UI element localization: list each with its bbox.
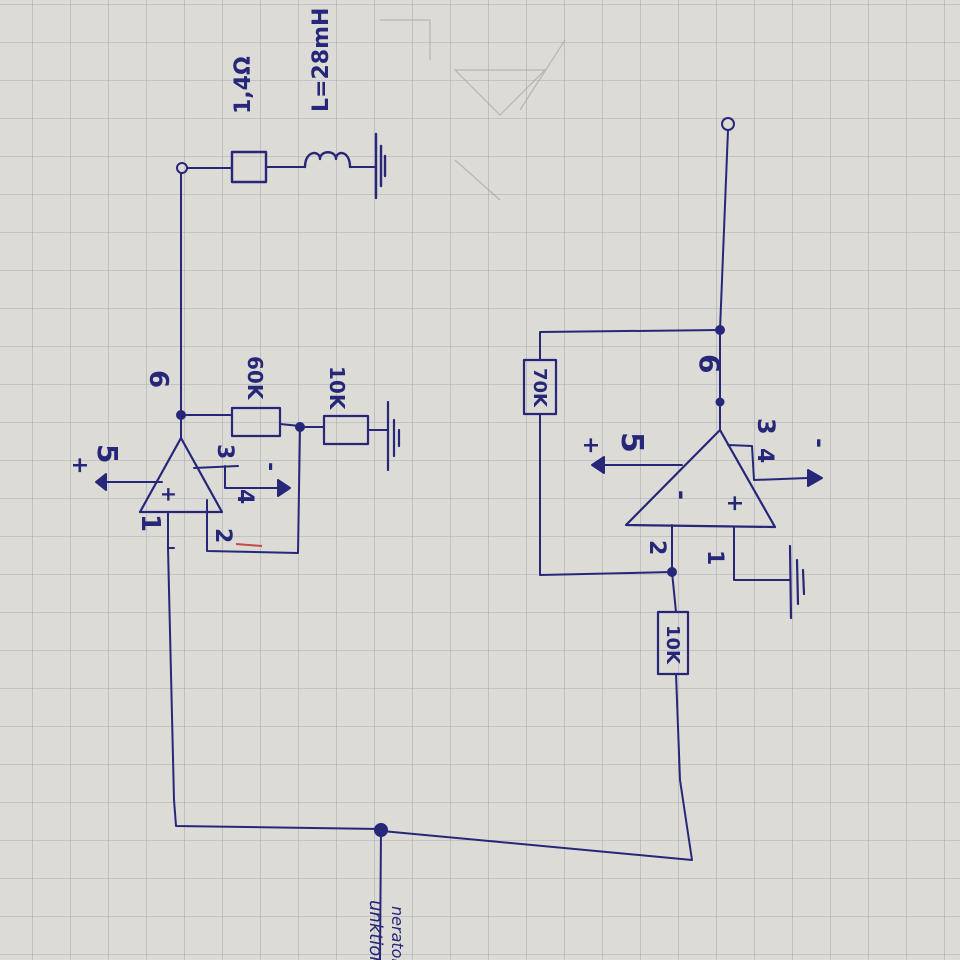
bottom-pin4-sign: - bbox=[806, 438, 834, 448]
top-pin6-label: 6 bbox=[143, 370, 173, 388]
top-amplifier-circuit bbox=[95, 132, 401, 830]
top-feedback-resistor-label: 60K bbox=[243, 356, 267, 401]
bottom-pin4-label: 4 bbox=[752, 448, 777, 463]
top-input-wire bbox=[167, 547, 381, 830]
bottom-supply-arrow-icon bbox=[591, 456, 605, 474]
top-neg-supply-wire bbox=[224, 465, 279, 489]
top-pin3-label: 3 bbox=[212, 444, 237, 459]
bottom-input-plus: + bbox=[722, 494, 747, 512]
top-supply-arrow-icon bbox=[95, 473, 107, 491]
top-feedback-resistor bbox=[230, 406, 282, 438]
bottom-pin2-label: 2 bbox=[644, 540, 669, 555]
bottom-input-resistor-wire bbox=[671, 571, 677, 613]
top-opamp-triangle bbox=[138, 436, 224, 514]
bottom-pin3-label: 3 bbox=[752, 418, 780, 435]
bottom-input-resistor bbox=[656, 610, 690, 676]
source-lead-wire bbox=[379, 829, 382, 960]
source-label: unktions- nerator bbox=[365, 900, 407, 960]
bottom-input-minus: - bbox=[668, 490, 696, 500]
bottom-pin6-dot bbox=[715, 397, 725, 407]
bottom-pin3-lead bbox=[727, 444, 809, 481]
top-pin5-sign: + bbox=[67, 456, 92, 474]
top-pin5-label: 5 bbox=[91, 444, 124, 463]
pencil-sketch bbox=[380, 19, 566, 201]
top-ground-icon bbox=[386, 400, 401, 472]
top-inductor-label: L=28mH bbox=[309, 8, 334, 112]
top-pin2-label: 2 bbox=[210, 528, 235, 543]
bottom-ground-icon bbox=[788, 544, 806, 620]
bottom-noninverting-lead bbox=[733, 526, 791, 581]
top-pin1-label: 1 bbox=[135, 514, 165, 532]
bottom-feedback-wire bbox=[539, 329, 721, 361]
top-load-ground-icon bbox=[374, 132, 387, 200]
top-pin4-label: 4 bbox=[232, 489, 257, 504]
source-label-line2: nerator bbox=[388, 906, 407, 960]
bottom-pin1-label: 1 bbox=[702, 550, 727, 565]
top-pin4-sign: - bbox=[258, 462, 283, 471]
top-circuit-labels: + 5 6 3 4 - 2 1 + 60K 10K 1,4Ω L=28mH bbox=[67, 8, 349, 544]
bottom-neg-supply-arrow-icon bbox=[807, 469, 823, 487]
bottom-feedback-wire-2 bbox=[539, 413, 673, 576]
bottom-opamp-triangle bbox=[624, 428, 777, 529]
top-pin3-lead bbox=[193, 465, 239, 469]
bottom-pin6-label: 6 bbox=[693, 354, 726, 373]
bottom-input-resistor-label: 10K bbox=[662, 625, 683, 665]
bottom-input-wire bbox=[381, 673, 693, 861]
source-label-line1: unktions- bbox=[365, 900, 386, 960]
bottom-feedback-resistor-label: 70K bbox=[529, 368, 550, 408]
top-ground-resistor-label: 10K bbox=[325, 366, 349, 411]
bottom-pin5-sign: + bbox=[578, 436, 603, 454]
top-input-plus: + bbox=[157, 486, 181, 503]
red-pencil-mark bbox=[235, 543, 263, 547]
bottom-amplifier-circuit bbox=[374, 117, 823, 960]
top-neg-supply-arrow-icon bbox=[277, 479, 291, 497]
bottom-pin5-label: 5 bbox=[614, 432, 649, 453]
top-load-resistor-label: 1,4Ω bbox=[231, 56, 256, 114]
bottom-circuit-labels: + 5 6 3 4 - 2 1 - + 70K 10K bbox=[529, 354, 834, 665]
top-inductor-coil bbox=[303, 151, 352, 169]
top-inverting-return-wire bbox=[206, 426, 301, 554]
